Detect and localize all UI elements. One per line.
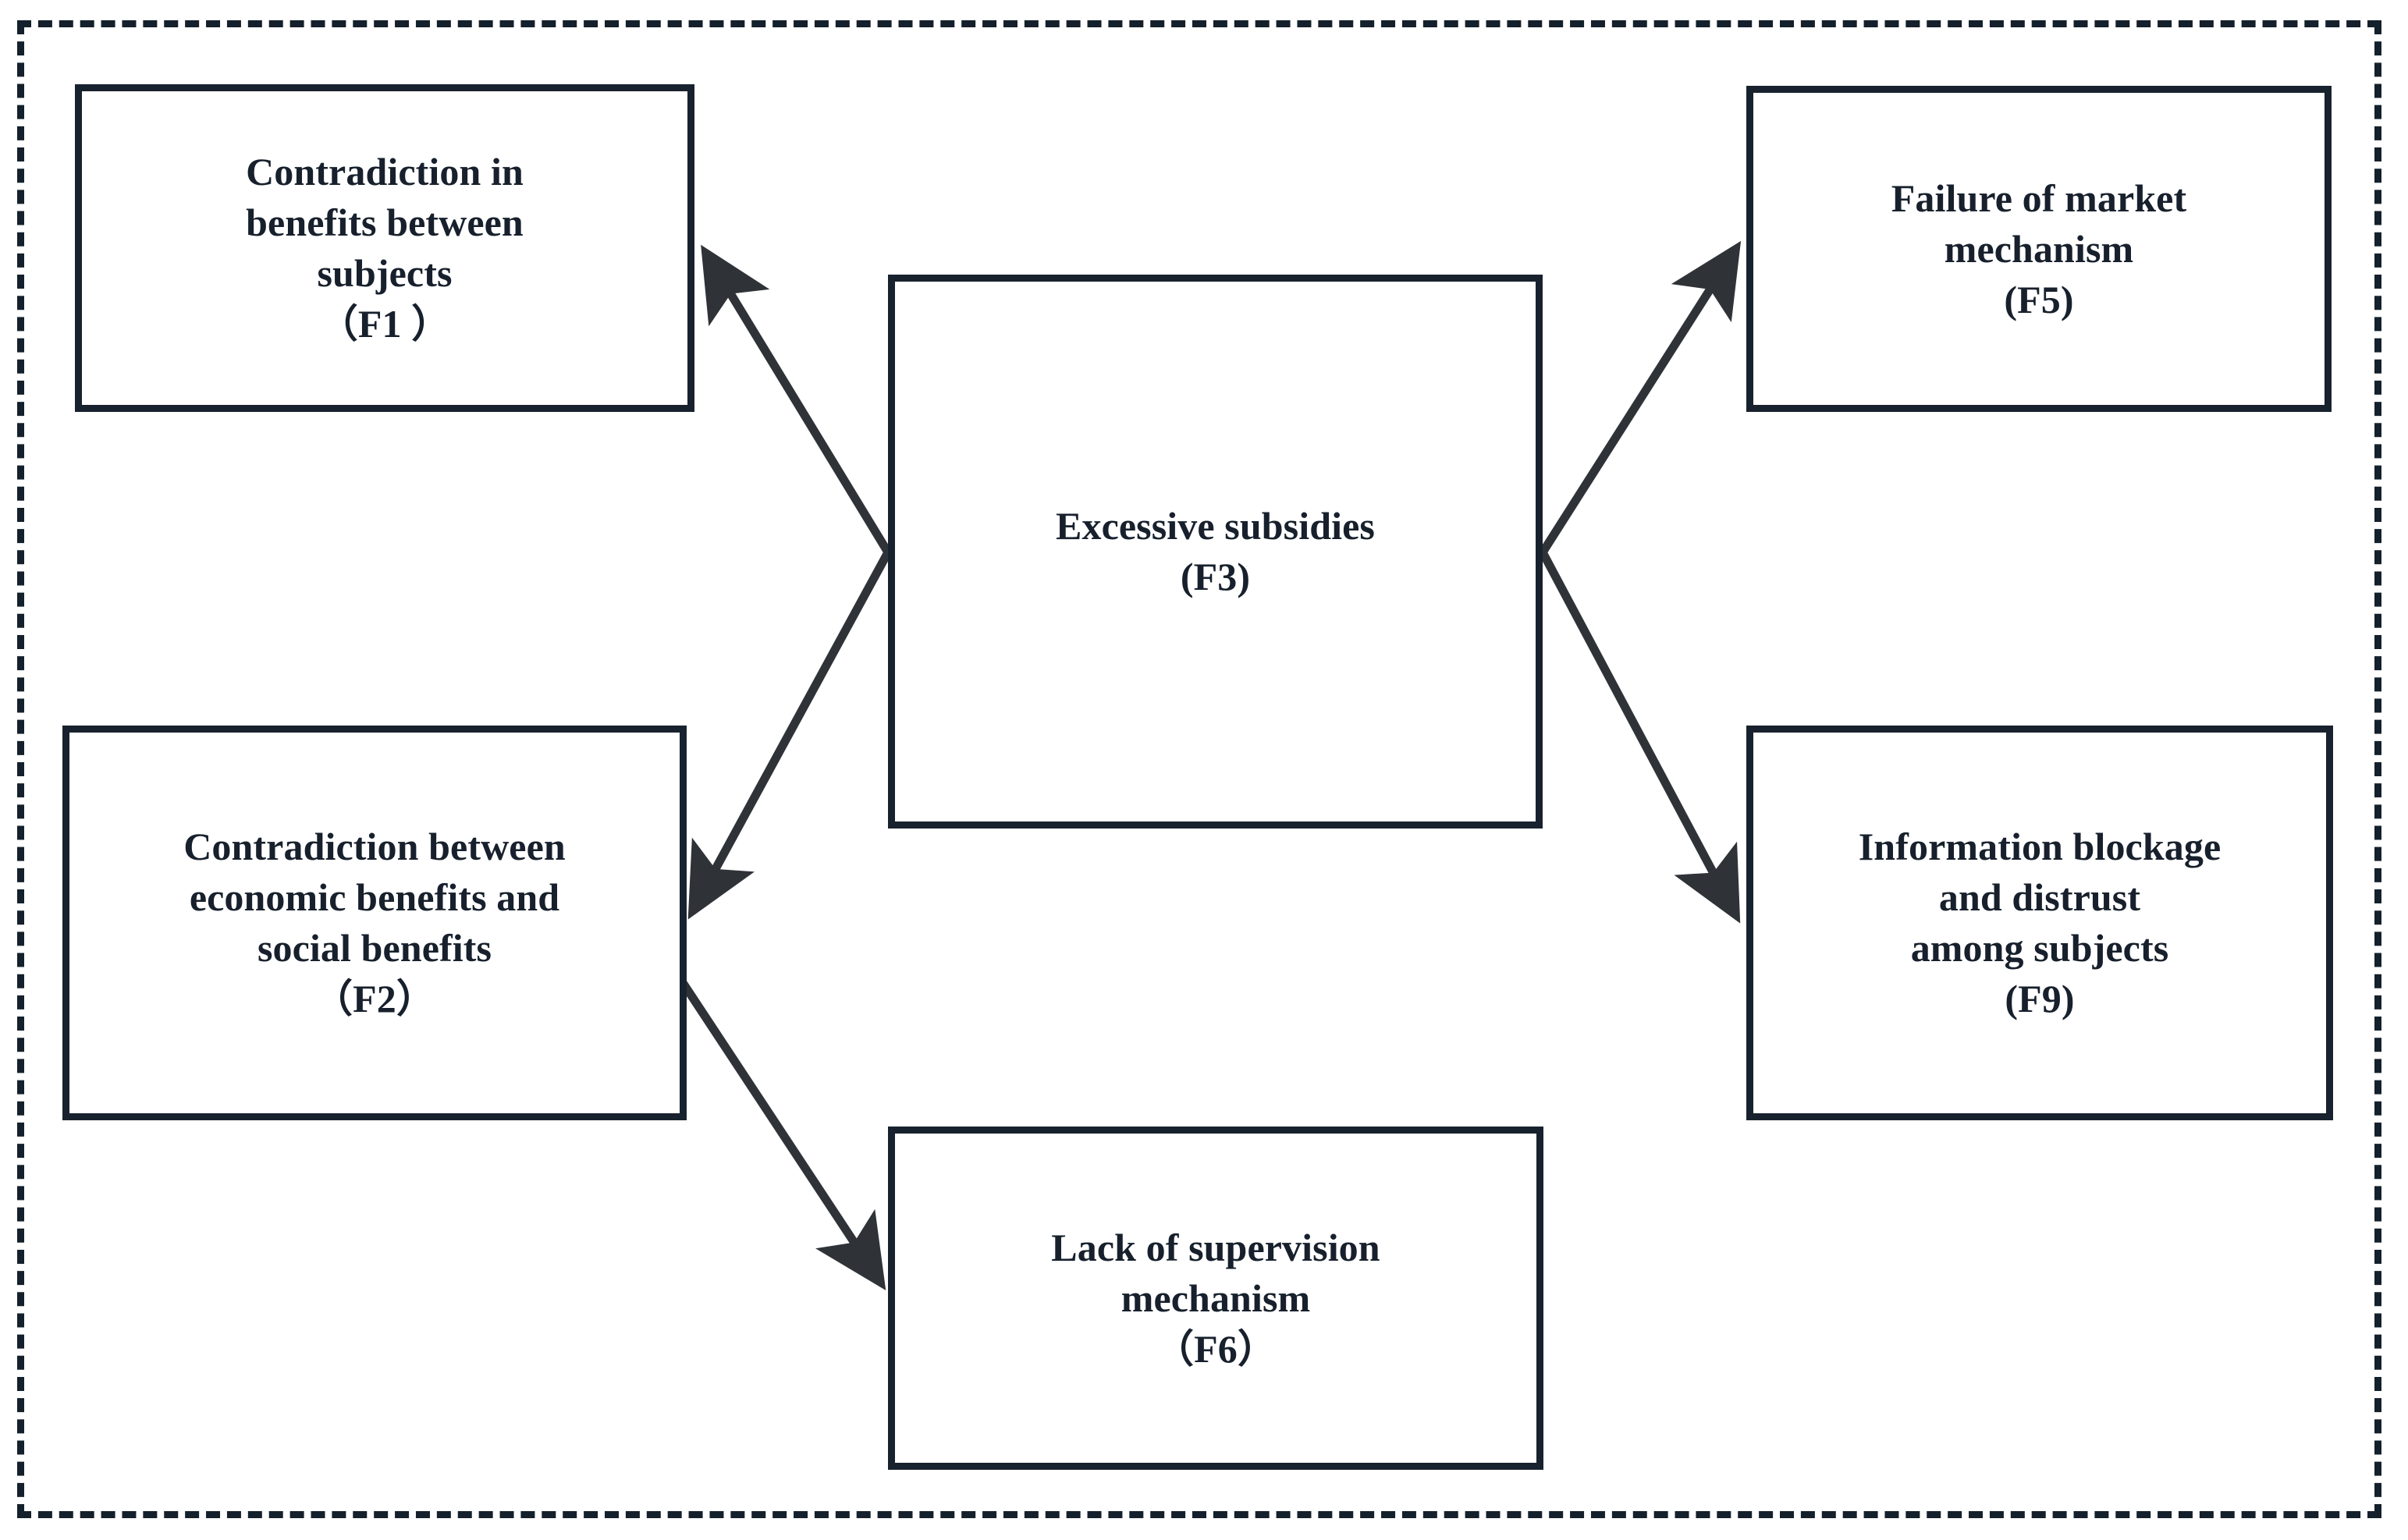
node-f6-label: Lack of supervision mechanism （F6） (1051, 1225, 1380, 1371)
node-f9-label: Information blockage and distrust among … (1858, 825, 2222, 1020)
node-f5-label: Failure of market mechanism (F5) (1891, 176, 2187, 321)
edge-f2-to-f6 (678, 978, 886, 1291)
edge-f3-to-f5 (1539, 240, 1742, 555)
node-f3-label: Excessive subsidies (F3) (1056, 504, 1375, 598)
node-f1-label: Contradiction in benefits between subjec… (246, 150, 524, 346)
node-f2-label: Contradiction between economic benefits … (183, 825, 566, 1020)
edge-f3-to-f9 (1539, 550, 1741, 924)
node-f6[interactable]: Lack of supervision mechanism （F6） (888, 1127, 1543, 1470)
edge-f3-to-f1 (701, 244, 892, 555)
edge-f3-to-f2 (687, 550, 892, 920)
node-f2[interactable]: Contradiction between economic benefits … (62, 726, 687, 1120)
node-f1[interactable]: Contradiction in benefits between subjec… (75, 84, 694, 412)
node-f3[interactable]: Excessive subsidies (F3) (888, 275, 1543, 829)
dashed-outer-frame (17, 20, 2381, 1518)
node-f5[interactable]: Failure of market mechanism (F5) (1746, 86, 2332, 412)
node-f9[interactable]: Information blockage and distrust among … (1746, 726, 2333, 1120)
